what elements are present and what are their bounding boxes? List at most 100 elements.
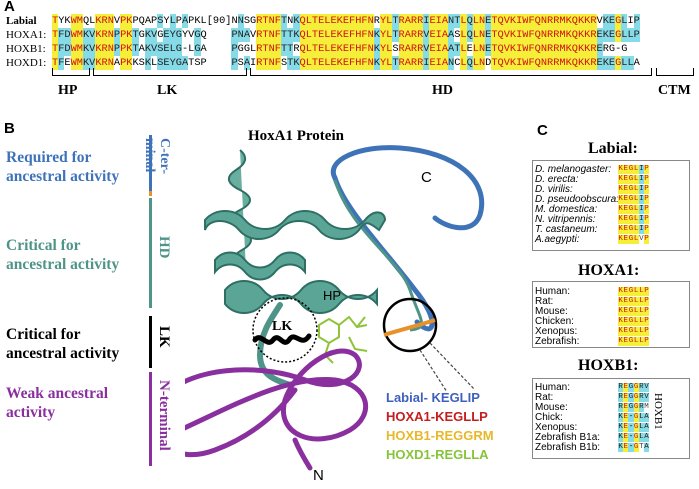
species-name: Mouse: xyxy=(535,402,568,413)
domain-bracket-ctm xyxy=(656,68,694,76)
domain-label-hd: HD xyxy=(432,83,453,98)
species-name: T. castaneum: xyxy=(535,224,598,235)
helix-5 xyxy=(256,302,293,388)
species-sequence: KEGLLP xyxy=(618,327,650,336)
species-sequence: KEGLLP xyxy=(618,337,650,346)
domain-label-lk: LK xyxy=(157,83,178,98)
lk-letter: LK xyxy=(272,319,292,334)
alignment-sequence: TFDWMKVKRNPPKTGKVGEYGYVGQ PNAVRTNFTTKQLT… xyxy=(52,28,640,42)
protein-title: HoxA1 Protein xyxy=(248,128,344,144)
species-sequence: REGGRV xyxy=(618,383,650,392)
species-name: Chicken: xyxy=(535,316,574,327)
lk-bar-label: LK xyxy=(156,326,172,348)
alignment-sequence: TYKWMQLKRNVPKPQAPSYLPAPKL[90]NNSGRTNFTNK… xyxy=(52,14,640,28)
lk-circle xyxy=(252,297,318,363)
helix-4 xyxy=(224,280,378,314)
region-text: ancestral activity xyxy=(6,168,120,185)
region-text: Critical for xyxy=(6,326,81,343)
species-sequence: KEGLIP xyxy=(618,215,650,224)
panel-c-letter: C xyxy=(537,122,548,139)
species-sequence: KEGLLP xyxy=(618,297,650,306)
region-text: Required for xyxy=(6,149,92,166)
hoxa1-structure-illustration: C N LK HP xyxy=(185,145,485,484)
group-title-labial: Labial: xyxy=(588,140,638,157)
region-text: activity xyxy=(6,404,56,421)
alignment-sequence: TFEWMKVKRNAPKKSKLSEYGATSP PSAIRTNFSTKQLT… xyxy=(52,56,640,70)
group-box-hoxb1 xyxy=(532,378,690,459)
nterminal-loops xyxy=(185,348,369,471)
species-sequence: KEGLIP xyxy=(618,185,650,194)
species-sequence: KE-GTA xyxy=(618,443,650,452)
lk-bar xyxy=(149,316,152,368)
cterm-letter: C xyxy=(421,169,432,186)
alignment-row-label: HOXB1: xyxy=(6,43,46,55)
nterminal-bar xyxy=(149,372,152,466)
legend-labial: Labial- KEGLIP xyxy=(386,390,480,405)
group-title-hoxa1: HOXA1: xyxy=(578,262,640,279)
region-label-cterminal: Required for ancestral activity xyxy=(6,148,119,186)
alignment-row-label: HOXD1: xyxy=(6,57,47,69)
species-name: Human: xyxy=(535,382,571,393)
cterminal-bar xyxy=(149,135,152,191)
region-label-lk: Critical for ancestral activity xyxy=(6,325,119,363)
species-name: N. vitripennis: xyxy=(535,214,596,225)
species-sequence: KEGLIP xyxy=(618,225,650,234)
region-text: Critical for xyxy=(6,237,81,254)
domain-label-ctm: CTM xyxy=(658,83,691,98)
panel-b-letter: B xyxy=(4,120,15,137)
species-sequence: KEGLIP xyxy=(618,195,650,204)
legend-hoxb1: HOXB1-REGGRM xyxy=(386,428,494,443)
cterminal-tail xyxy=(330,145,485,231)
species-sequence: KEGLLP xyxy=(618,307,650,316)
hp-segment xyxy=(383,318,436,337)
species-sequence: KEGLLP xyxy=(618,317,650,326)
species-name: Rat: xyxy=(535,296,554,307)
species-sequence: KEGLVP xyxy=(618,235,650,244)
species-name: Xenopus: xyxy=(535,422,578,433)
group-title-hoxb1: HOXB1: xyxy=(578,357,639,374)
hp-marker-bar xyxy=(149,191,152,196)
domain-bracket-lk xyxy=(93,68,247,76)
species-name: Human: xyxy=(535,286,571,297)
species-name: D. melanogaster: xyxy=(535,164,612,175)
species-name: Xenopus: xyxy=(535,326,578,337)
helix-2 xyxy=(204,210,387,240)
species-sequence: REGGRV xyxy=(618,393,650,402)
zoom-circle xyxy=(382,297,438,353)
species-name: Chick: xyxy=(535,412,563,423)
species-sequence: KEGLIP xyxy=(618,175,650,184)
legend-hoxa1: HOXA1-KEGLLP xyxy=(386,409,488,424)
species-name: Zebrafish B1b: xyxy=(535,442,601,453)
region-text: ancestral activity xyxy=(6,345,120,362)
species-sequence: KE-GLA xyxy=(618,433,650,442)
species-name: D. virilis: xyxy=(535,184,573,195)
alignment-row-label: Labial xyxy=(6,15,37,27)
cterminal-bar-label: C-ter-minal xyxy=(142,138,172,175)
alignment-sequence: TFDWMKVKRNPPKTAKVSELG-LGA PGGLRTNFTTRQLT… xyxy=(52,42,628,56)
region-label-hd: Critical for ancestral activity xyxy=(6,236,119,274)
species-sequence: KE-GLA xyxy=(618,413,650,422)
species-name: Zebrafish: xyxy=(535,336,580,347)
species-name: D. erecta: xyxy=(535,174,579,185)
legend-hoxd1: HOXD1-REGLLA xyxy=(386,447,489,462)
region-text: ancestral activity xyxy=(6,256,120,273)
nterminal-bar-label: N-terminal xyxy=(156,380,172,451)
group-box-labial xyxy=(532,160,690,251)
species-sequence: REGGRM xyxy=(618,403,649,412)
species-name: A.aegypti: xyxy=(535,234,580,245)
hd-bar-label: HD xyxy=(156,236,172,259)
domain-bracket-hd xyxy=(250,68,652,76)
hp-letter: HP xyxy=(323,288,341,303)
species-name: Mouse: xyxy=(535,306,568,317)
species-sequence: KEGLIP xyxy=(618,205,650,214)
cterminal-linker xyxy=(332,175,435,332)
species-sequence: KE-GLA xyxy=(618,423,650,432)
hd-bar xyxy=(149,198,152,308)
region-label-nterminal: Weak ancestral activity xyxy=(6,384,108,422)
hp-ligand xyxy=(318,315,368,364)
nterm-letter: N xyxy=(313,467,324,484)
panel-a-letter: A xyxy=(4,0,15,15)
region-text: Weak ancestral xyxy=(6,385,109,402)
species-name: Zebrafish B1a: xyxy=(535,432,601,443)
zoom-line xyxy=(429,342,476,391)
